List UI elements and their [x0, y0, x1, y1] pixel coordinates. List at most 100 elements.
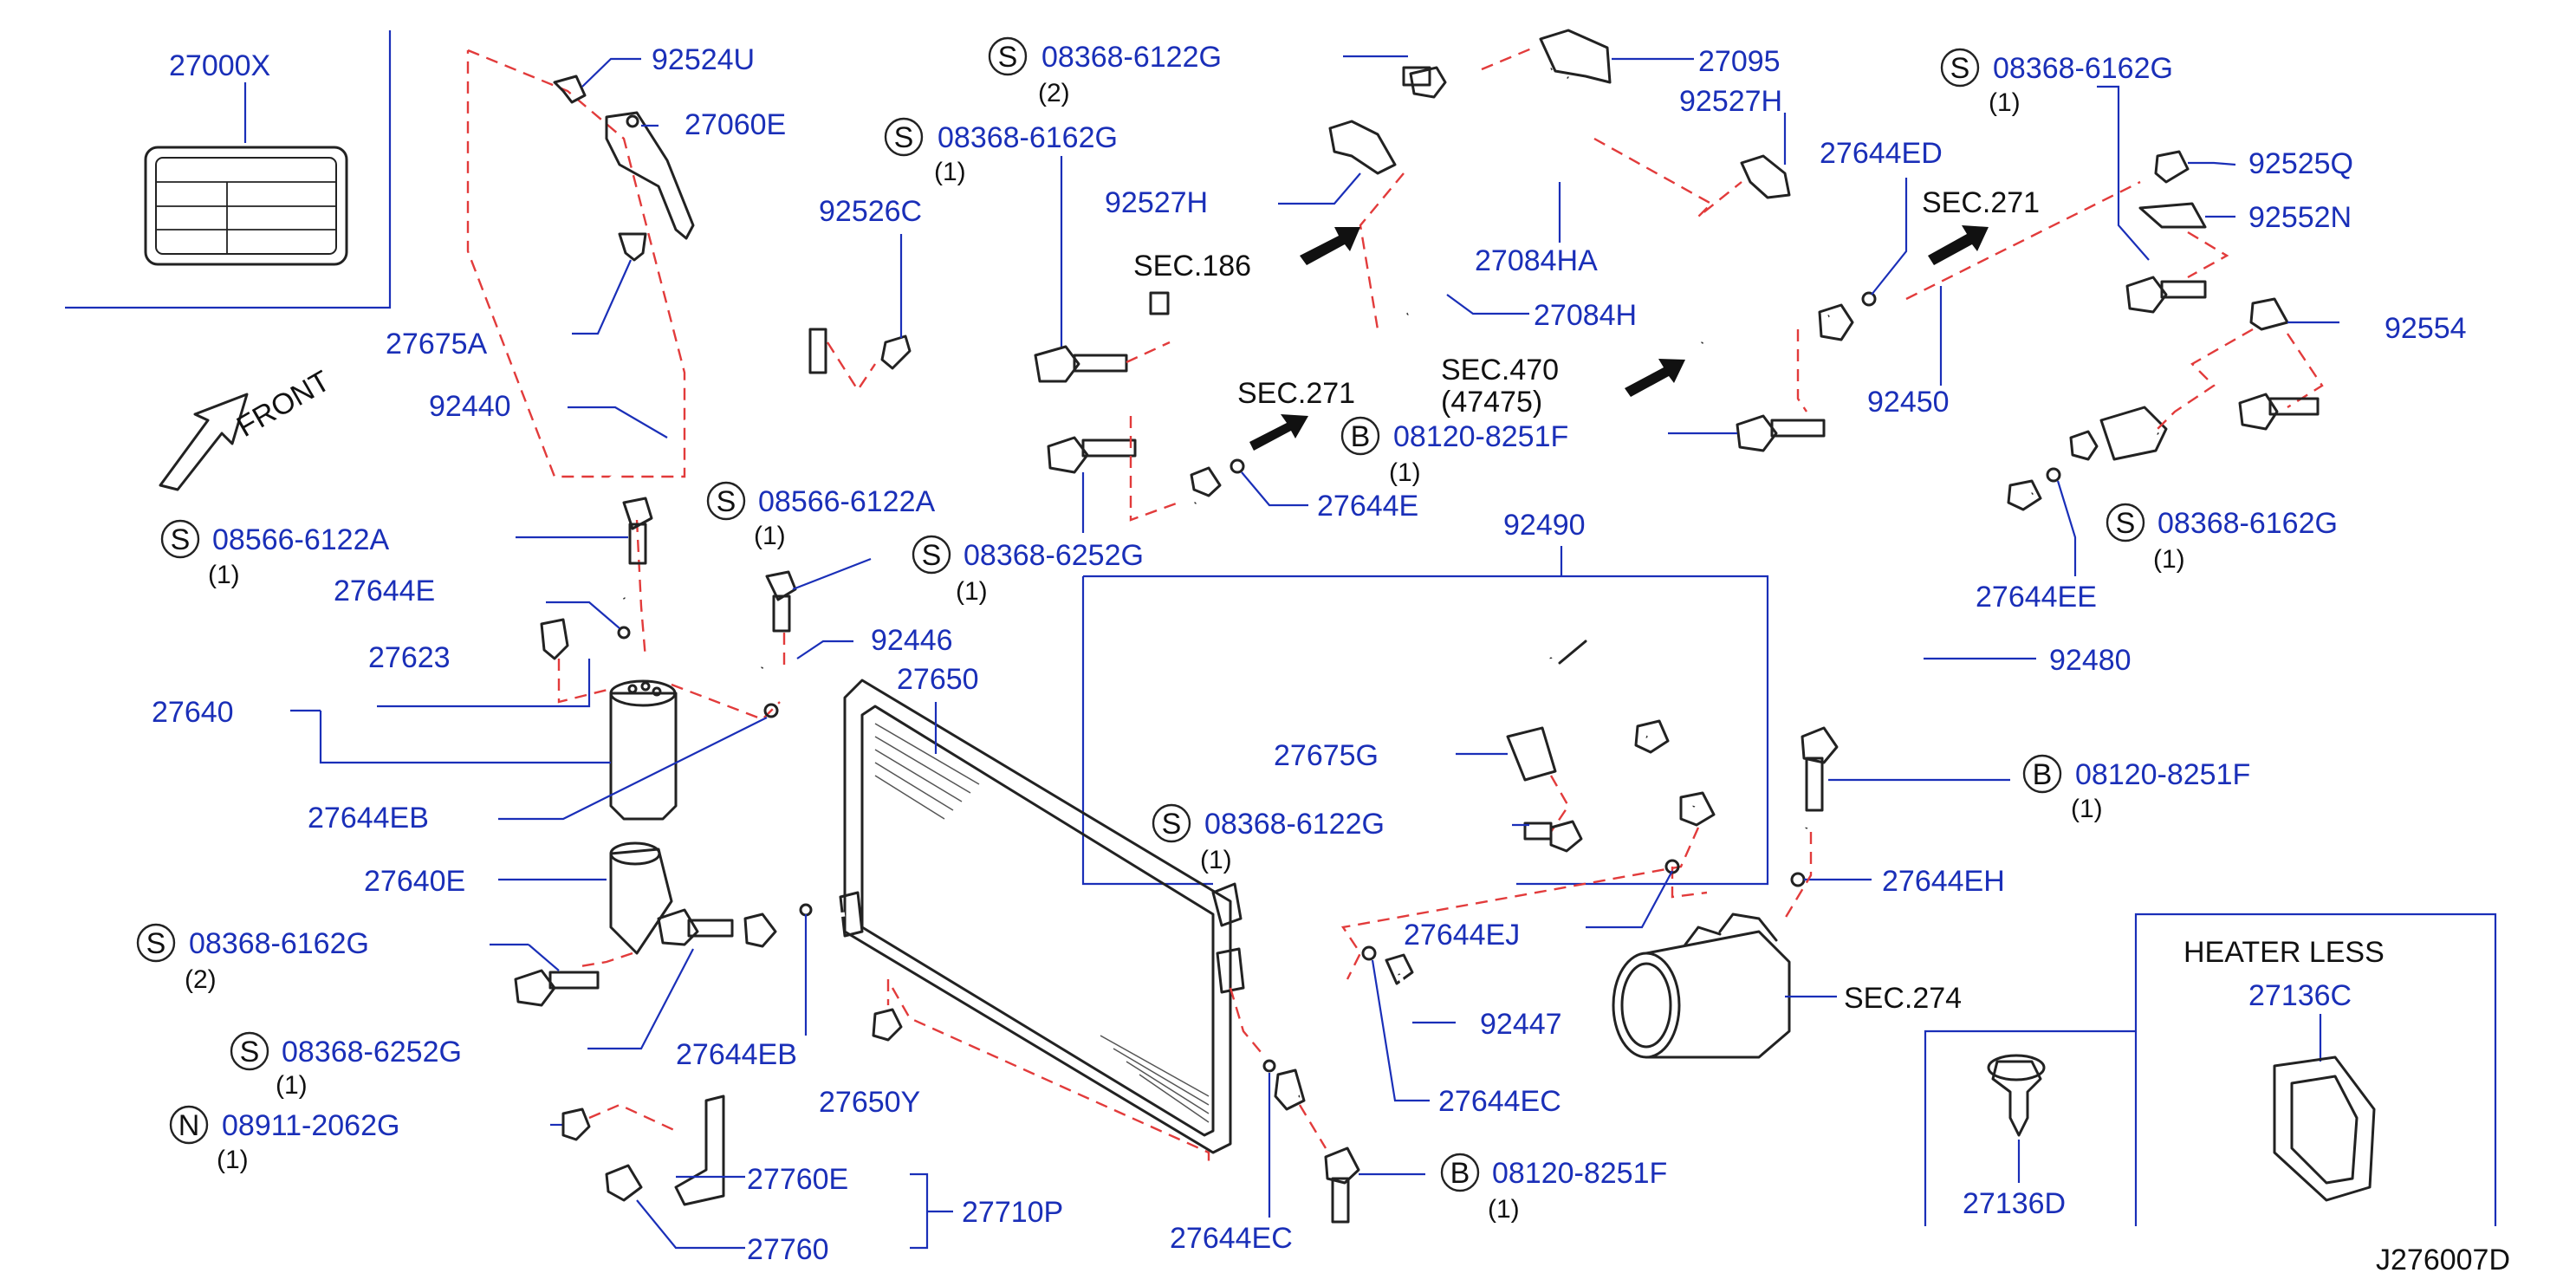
part-label-08566-6122A-mid: 08566-6122A [758, 485, 936, 518]
part-label-27644EC-bottom: 27644EC [1170, 1222, 1293, 1255]
marker-s: S [2116, 507, 2136, 540]
part-label-08368-6122G-top: 08368-6122G [1041, 41, 1222, 74]
marker-s: S [1950, 52, 1970, 85]
label-plate-panel: 27000X [65, 30, 392, 309]
section-label-271-a: SEC.271 [1237, 377, 1355, 410]
part-label-27644EC-right: 27644EC [1438, 1085, 1561, 1118]
part-label-27644E-left: 27644E [334, 575, 435, 607]
part-label-27640E: 27640E [364, 865, 465, 898]
part-label-27000X: 27000X [169, 49, 270, 82]
part-label-08368-6162G-r2: 08368-6162G [2157, 507, 2338, 540]
clips-right-group: S 08368-6162G (1) 92525Q 92552N 92554 S … [1940, 48, 2467, 574]
clip-92527H-left: 92527H [1105, 120, 1397, 219]
front-label: FRONT [231, 364, 335, 443]
qty-08368-6162G-left: (2) [185, 965, 217, 994]
marker-s: S [717, 485, 736, 518]
pipe-92440: 92440 [429, 291, 1243, 600]
marker-b: B [1351, 420, 1371, 453]
part-label-27644EH: 27644EH [1882, 865, 2005, 898]
part-label-27710P: 27710P [962, 1196, 1063, 1229]
marker-b: B [2033, 758, 2053, 791]
bolt-08368-6122G-top: S 08368-6122G (2) [988, 36, 1222, 107]
qty-08368-6162G-r1: (1) [1989, 88, 2021, 117]
section-sub-47475: (47475) [1441, 386, 1542, 419]
part-label-27084H: 27084H [1534, 299, 1637, 332]
bracket-group-top-left: 92524U 27060E 27675A [386, 43, 786, 478]
part-label-27136C: 27136C [2248, 979, 2352, 1012]
qty-08120-8251F-bottom: (1) [1488, 1195, 1520, 1224]
marker-b: B [1450, 1157, 1470, 1190]
marker-s: S [1162, 808, 1182, 841]
heater-less-panel: HEATER LESS 27136C 27136D [1924, 913, 2497, 1226]
part-label-08368-6162G-top: 08368-6162G [938, 121, 1118, 154]
part-label-27623: 27623 [368, 641, 451, 674]
qty-08566-6122A-mid: (1) [754, 522, 786, 550]
marker-s: S [146, 927, 166, 960]
part-label-08368-6252G-mid: 08368-6252G [964, 539, 1144, 572]
bracket-27760: N 08911-2062G (1) 27760E 27760 27710P [169, 1094, 1063, 1266]
bolt-08368-6252G-mid: S 08368-6252G (1) SEC.271 27644E [912, 377, 1418, 606]
bolt-08566-6122A-mid: S 08566-6122A (1) [706, 481, 936, 672]
part-label-27095: 27095 [1698, 45, 1781, 78]
part-label-08368-6162G-r1: 08368-6162G [1993, 52, 2173, 85]
part-label-92527H-left: 92527H [1105, 186, 1208, 219]
qty-08120-8251F-r: (1) [2071, 795, 2103, 823]
pipe-92447: 92447 27644EC 27644EJ 27644EC B 08120-82… [1170, 919, 1667, 1255]
bolt-08120-8251F-mid: B 08120-8251F (1) [1340, 416, 1568, 487]
part-label-27644EE: 27644EE [1976, 581, 2097, 614]
part-label-92524U: 92524U [652, 43, 755, 76]
part-label-27640: 27640 [152, 696, 234, 729]
part-label-92525Q: 92525Q [2248, 147, 2353, 180]
drawing-number: J276007D [2376, 1244, 2510, 1276]
section-ref-470: SEC.470 (47475) [1441, 354, 1685, 419]
qty-08911-2062G: (1) [217, 1146, 249, 1174]
part-label-92447: 92447 [1480, 1008, 1562, 1041]
clip-92527H-right: 92527H [1679, 85, 1791, 199]
clip-92526C: 92526C [819, 195, 922, 370]
bolt-08368-6162G-top: S 08368-6162G (1) [884, 117, 1171, 383]
part-label-08120-8251F-bottom: 08120-8251F [1492, 1157, 1667, 1190]
section-ref-186: SEC.186 [1133, 250, 1251, 315]
part-label-92490: 92490 [1503, 509, 1586, 542]
part-label-27760E: 27760E [747, 1163, 848, 1196]
part-label-27084HA: 27084HA [1475, 244, 1598, 277]
part-label-27644EB-left: 27644EB [308, 802, 429, 835]
part-label-92527H-right: 92527H [1679, 85, 1782, 118]
section-label-271-b: SEC.271 [1922, 186, 2040, 219]
part-label-08911-2062G: 08911-2062G [222, 1109, 399, 1142]
pipe-92450: 27644ED 92450 SEC.271 [1668, 137, 2168, 461]
part-label-92446: 92446 [871, 624, 953, 657]
part-label-08566-6122A-left: 08566-6122A [212, 523, 390, 556]
marker-s: S [171, 523, 191, 556]
part-label-27644ED: 27644ED [1820, 137, 1943, 170]
part-label-27675A: 27675A [386, 328, 488, 360]
part-label-27644EB-bottom: 27644EB [676, 1038, 797, 1071]
hose-27084H: 27095 27084HA 27084H [1300, 29, 1781, 344]
marker-n: N [178, 1109, 200, 1142]
hose-92480: 27644EE 92480 B 08120-8251F (1) 27644EH [1783, 467, 2250, 919]
marker-s: S [998, 41, 1018, 74]
part-label-08120-8251F-mid: 08120-8251F [1393, 420, 1568, 453]
part-label-92552N: 92552N [2248, 201, 2352, 234]
part-label-92526C: 92526C [819, 195, 922, 228]
part-label-27760: 27760 [747, 1233, 829, 1266]
qty-08368-6162G-top: (1) [934, 158, 966, 186]
marker-s: S [922, 539, 942, 572]
part-label-27136D: 27136D [1963, 1187, 2066, 1220]
part-label-27644E-mid: 27644E [1317, 490, 1418, 523]
heater-less-label: HEATER LESS [2183, 936, 2385, 969]
marker-s: S [240, 1036, 260, 1068]
qty-08368-6252G-left: (1) [276, 1071, 308, 1100]
part-label-27644EJ: 27644EJ [1404, 919, 1520, 952]
qty-08368-6162G-r2: (1) [2153, 545, 2185, 574]
qty-08368-6122G-top: (2) [1038, 79, 1070, 107]
section-label-470: SEC.470 [1441, 354, 1559, 386]
part-label-27060E: 27060E [685, 108, 786, 141]
part-label-08368-6252G-left: 08368-6252G [282, 1036, 462, 1068]
qty-08368-6252G-mid: (1) [956, 577, 988, 606]
part-label-08368-6162G-left: 08368-6162G [189, 927, 369, 960]
part-label-27650Y: 27650Y [819, 1086, 920, 1119]
qty-08566-6122A-left: (1) [208, 561, 240, 589]
part-label-27675G: 27675G [1274, 739, 1379, 772]
